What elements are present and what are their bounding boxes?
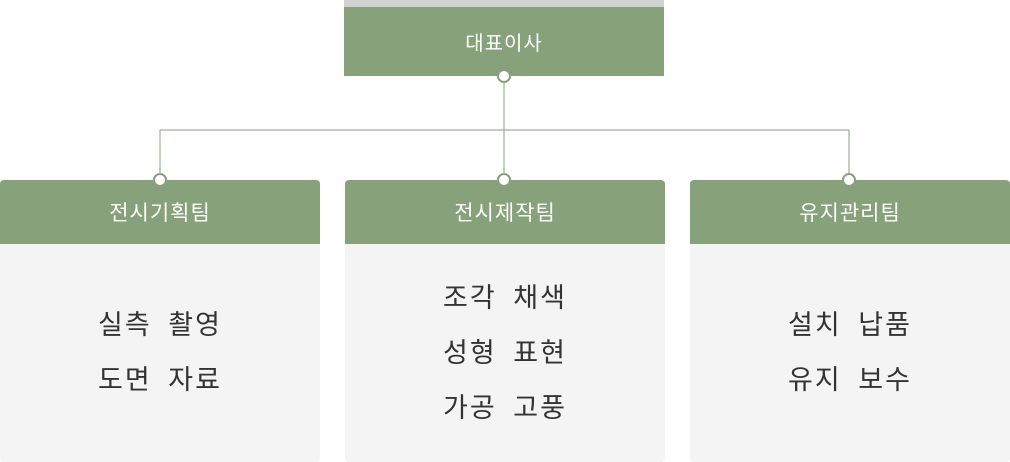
team-item: 유지 보수 xyxy=(788,365,912,396)
team-body-maintenance: 설치 납품 유지 보수 xyxy=(690,244,1010,462)
team-item: 성형 표현 xyxy=(443,337,567,369)
team-header-planning: 전시기획팀 xyxy=(0,180,320,244)
team-card-planning: 전시기획팀 실측 촬영 도면 자료 xyxy=(0,180,320,462)
team-title: 전시기획팀 xyxy=(109,201,211,225)
connector-dot-production xyxy=(497,173,511,187)
team-header-maintenance: 유지관리팀 xyxy=(690,180,1010,244)
team-item: 설치 납품 xyxy=(788,310,912,341)
connector-dot-maintenance xyxy=(842,173,856,187)
ceo-node: 대표이사 xyxy=(344,0,664,76)
team-item: 도면 자료 xyxy=(98,365,222,396)
ceo-title: 대표이사 xyxy=(465,31,543,55)
team-card-maintenance: 유지관리팀 설치 납품 유지 보수 xyxy=(690,180,1010,462)
team-item: 실측 촬영 xyxy=(98,310,222,341)
team-item: 가공 고풍 xyxy=(443,392,567,424)
team-item: 조각 채색 xyxy=(443,282,567,314)
team-title: 전시제작팀 xyxy=(454,201,556,225)
connector-dot-planning xyxy=(153,173,167,187)
connector-dot-ceo xyxy=(497,69,511,83)
team-header-production: 전시제작팀 xyxy=(345,180,665,244)
team-title: 유지관리팀 xyxy=(799,201,901,225)
team-body-production: 조각 채색 성형 표현 가공 고풍 xyxy=(345,244,665,462)
team-card-production: 전시제작팀 조각 채색 성형 표현 가공 고풍 xyxy=(345,180,665,462)
team-body-planning: 실측 촬영 도면 자료 xyxy=(0,244,320,462)
